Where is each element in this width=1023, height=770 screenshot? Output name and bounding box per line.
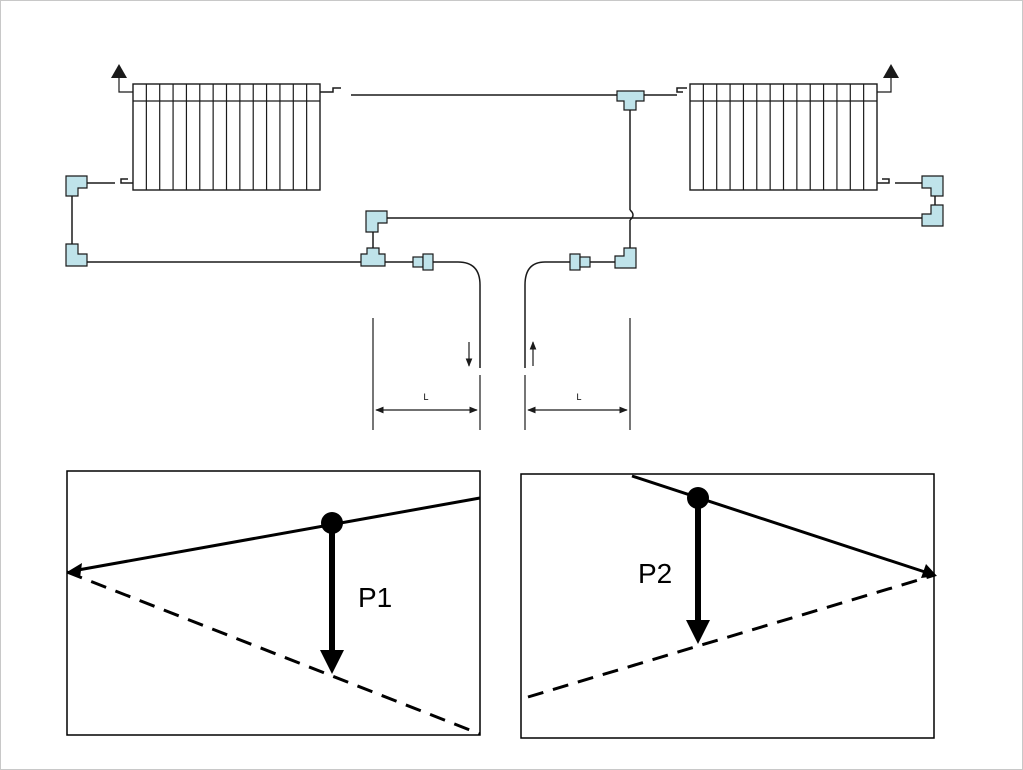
load-point-right xyxy=(687,487,709,509)
supply-pipe xyxy=(320,87,687,368)
radiator-left xyxy=(132,83,321,191)
pipe-fittings xyxy=(65,90,944,271)
air-vent-left-icon xyxy=(111,64,133,93)
force-label-p1: P1 xyxy=(358,582,392,613)
dimension-label-left: L xyxy=(423,392,428,402)
force-label-p2: P2 xyxy=(638,558,672,589)
dimension-right xyxy=(524,318,631,430)
dimension-label-right: L xyxy=(576,392,581,402)
radiator-right xyxy=(689,83,878,191)
return-pipe xyxy=(71,178,936,368)
force-graph-left: P1 xyxy=(66,470,481,736)
dimension-left xyxy=(372,318,481,430)
load-point-left xyxy=(321,512,343,534)
force-graph-right: P2 xyxy=(520,473,937,739)
air-vent-right-icon xyxy=(877,64,899,93)
